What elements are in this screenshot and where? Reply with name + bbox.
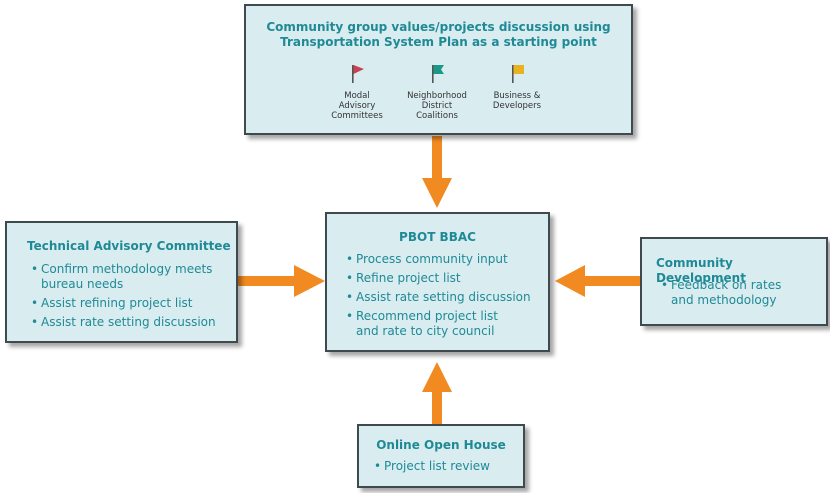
flag-icon [432,65,444,83]
group-label: District [421,101,453,111]
group-label: Business & [493,91,541,101]
online-open-house-title: Online Open House [376,438,506,452]
community-development-box: Community Development Feedback on rates … [640,237,828,326]
arrow-up [422,362,452,424]
list-item: Recommend project list and rate to city … [345,309,540,339]
online-open-house-box: Online Open House Project list review [357,424,525,488]
technical-advisory-box: Technical Advisory Committee Confirm met… [5,221,238,343]
list-item: Confirm methodology meets bureau needs [30,262,228,292]
group-business: Business & Developers [472,64,562,111]
list-item: Assist rate setting discussion [345,290,540,305]
group-label: Developers [492,101,542,111]
group-label: Committees [331,111,383,121]
online-open-house-list: Project list review [373,459,515,479]
list-item: Project list review [373,459,515,474]
group-neighborhood: Neighborhood District Coalitions [392,64,482,121]
group-modal-advisory: Modal Advisory Committees [312,64,402,121]
list-item: Process community input [345,252,540,267]
pbot-bbac-list: Process community input Refine project l… [345,252,540,344]
title-line-1: Community group values/projects discussi… [266,20,611,34]
arrow-right [238,265,325,297]
community-group-box: Community group values/projects discussi… [244,4,633,135]
group-label: Coalitions [416,111,458,121]
arrow-down [422,136,452,208]
group-label: Neighborhood [407,91,467,101]
list-item: Assist refining project list [30,296,228,311]
list-item: Feedback on rates and methodology [660,278,798,308]
technical-advisory-title: Technical Advisory Committee [27,239,231,253]
technical-advisory-list: Confirm methodology meets bureau needs A… [30,262,228,335]
title-line-2: Transportation System Plan as a starting… [280,35,597,49]
group-label: Advisory [338,101,376,111]
community-development-list: Feedback on rates and methodology [660,278,798,313]
group-label: Modal [344,91,370,101]
flag-icon [512,65,524,83]
pbot-bbac-box: PBOT BBAC Process community input Refine… [325,212,550,352]
list-item: Refine project list [345,271,540,286]
arrow-left [555,265,642,297]
list-item: Assist rate setting discussion [30,315,228,330]
pbot-bbac-title: PBOT BBAC [399,230,476,244]
flag-icon [352,65,364,83]
community-group-title: Community group values/projects discussi… [246,20,631,50]
